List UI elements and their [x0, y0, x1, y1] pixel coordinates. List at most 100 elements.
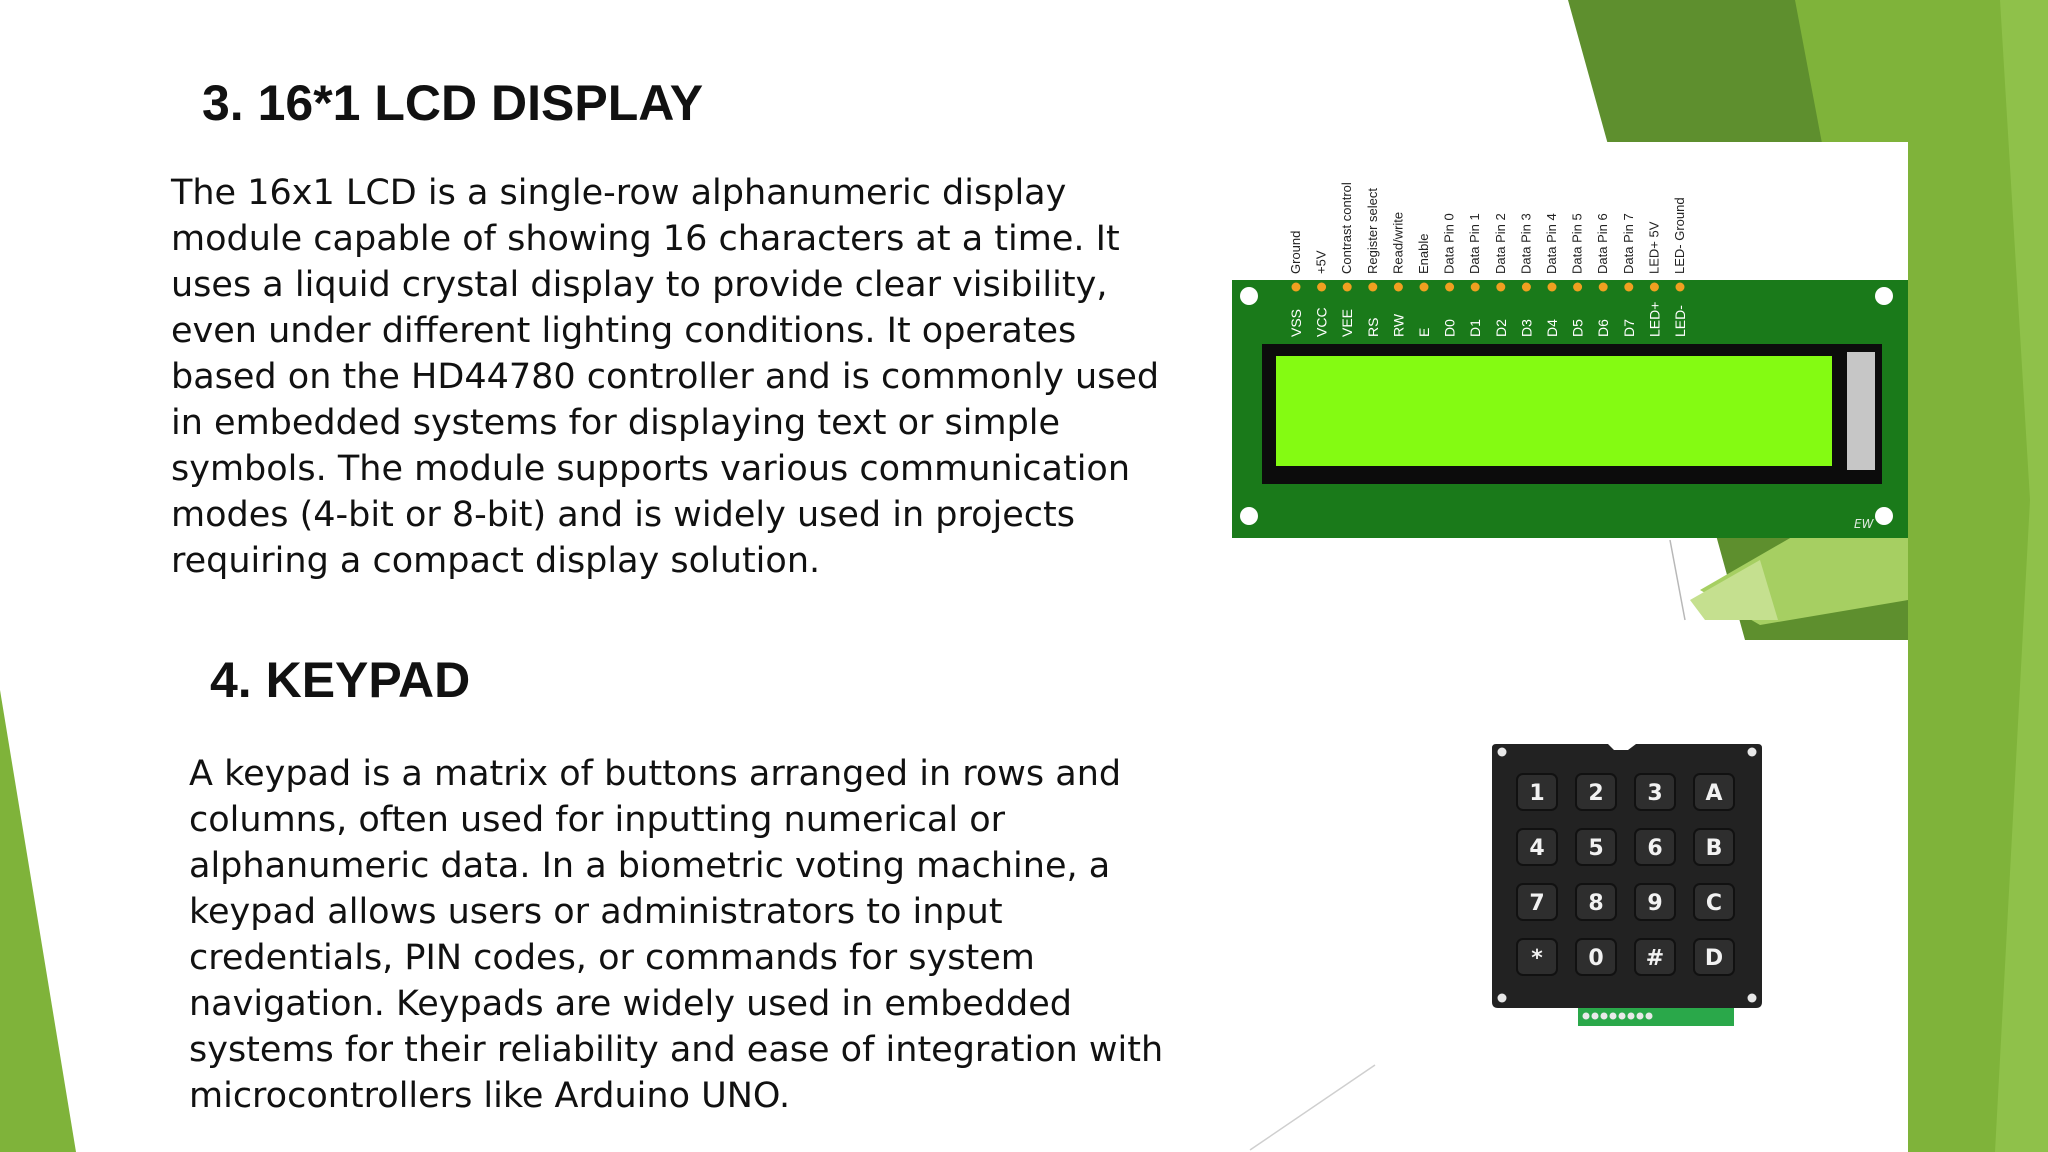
lcd-pin-function-label: Data Pin 2	[1493, 213, 1508, 274]
keypad-key-label: 0	[1588, 946, 1603, 971]
lcd-pin-name-label: D0	[1442, 319, 1458, 337]
keypad-description-line: keypad allows users or administrators to…	[189, 892, 1003, 932]
mounting-hole	[1240, 507, 1258, 525]
lcd-pin-dot	[1521, 282, 1531, 292]
keypad-connector-pin	[1591, 1012, 1599, 1020]
keypad-key	[1516, 883, 1558, 921]
lcd-pin-function-label: Enable	[1416, 234, 1431, 274]
keypad-description-line: alphanumeric data. In a biometric voting…	[189, 846, 1111, 886]
deco-line-lower	[1249, 1064, 1376, 1151]
keypad-key-label: #	[1646, 946, 1664, 971]
keypad-hole	[1497, 747, 1507, 757]
keypad-connector-pin	[1627, 1012, 1635, 1020]
lcd-pin-name-label: RS	[1365, 318, 1381, 337]
keypad-connector-pin	[1618, 1012, 1626, 1020]
lcd-pin-name-label: LED+	[1646, 302, 1662, 337]
keypad-description: A keypad is a matrix of buttons arranged…	[189, 751, 1163, 1119]
deco-line-upper	[1669, 539, 1686, 621]
lcd-pin-dot	[1675, 282, 1685, 292]
keypad-hole	[1497, 993, 1507, 1003]
keypad-key	[1575, 828, 1617, 866]
lcd-pin-function-label: Data Pin 7	[1621, 213, 1636, 274]
lcd-pin-dot	[1496, 282, 1506, 292]
keypad-description-line: columns, often used for inputting numeri…	[189, 800, 1006, 840]
keypad-section-title: 4. KEYPAD	[210, 652, 471, 708]
lcd-pin-name-label: D4	[1544, 319, 1560, 337]
lcd-pin-function-label: Data Pin 6	[1595, 213, 1610, 274]
lcd-description-line: in embedded systems for displaying text …	[171, 403, 1061, 443]
lcd-pin-name-label: VCC	[1314, 307, 1330, 337]
keypad-key-label: C	[1706, 891, 1722, 916]
deco-left-sliver	[0, 690, 76, 1152]
keypad-connector-pin	[1645, 1012, 1653, 1020]
lcd-description: The 16x1 LCD is a single-row alphanumeri…	[171, 170, 1159, 584]
lcd-pin-name-label: VEE	[1339, 309, 1355, 337]
keypad-connector-pin	[1582, 1012, 1590, 1020]
lcd-pin-name-label: D7	[1621, 319, 1637, 337]
keypad-key	[1575, 938, 1617, 976]
keypad-key-label: D	[1705, 946, 1723, 971]
lcd-pin-name-label: VSS	[1288, 309, 1304, 337]
keypad-key-label: A	[1705, 781, 1722, 806]
keypad-description-line: systems for their reliability and ease o…	[189, 1030, 1164, 1070]
keypad-description-line: A keypad is a matrix of buttons arranged…	[189, 754, 1122, 794]
mounting-hole	[1240, 287, 1258, 305]
keypad-key	[1693, 938, 1735, 976]
lcd-pin-function-label: Ground	[1288, 231, 1303, 274]
keypad-key-label: 8	[1588, 891, 1603, 916]
keypad-key-label: B	[1706, 836, 1723, 861]
lcd-pin-dot	[1342, 282, 1352, 292]
lcd-description-line: requiring a compact display solution.	[171, 541, 821, 581]
keypad-key	[1575, 883, 1617, 921]
lcd-description-line: module capable of showing 16 characters …	[171, 219, 1120, 259]
keypad-connector-pin	[1609, 1012, 1617, 1020]
lcd-pin-dot	[1624, 282, 1634, 292]
keypad-key-label: 9	[1647, 891, 1662, 916]
lcd-pin-dot	[1317, 282, 1327, 292]
lcd-pin-dot	[1393, 282, 1403, 292]
lcd-pin-function-label: Data Pin 5	[1570, 213, 1585, 274]
lcd-watermark: EW	[1854, 517, 1875, 531]
keypad-key	[1516, 828, 1558, 866]
lcd-description-line: symbols. The module supports various com…	[171, 449, 1131, 489]
lcd-edge	[1847, 352, 1875, 470]
keypad-key	[1634, 938, 1676, 976]
keypad-key	[1634, 828, 1676, 866]
lcd-pin-name-label: LED-	[1672, 305, 1688, 337]
lcd-pin-dot	[1368, 282, 1378, 292]
lcd-pin-name-label: D6	[1595, 319, 1611, 337]
lcd-screen	[1276, 356, 1832, 466]
lcd-pin-function-label: Data Pin 4	[1544, 213, 1559, 274]
keypad-key	[1516, 938, 1558, 976]
keypad-description-line: navigation. Keypads are widely used in e…	[189, 984, 1072, 1024]
lcd-pin-function-label: Data Pin 3	[1518, 213, 1533, 274]
deco-facet-right	[1995, 0, 2048, 1152]
lcd-pin-dot	[1419, 282, 1429, 292]
mounting-hole	[1875, 287, 1893, 305]
keypad-hole	[1747, 747, 1757, 757]
keypad-key-label: 1	[1529, 781, 1544, 806]
keypad-key-label: *	[1531, 946, 1543, 971]
lcd-description-line: modes (4-bit or 8-bit) and is widely use…	[171, 495, 1075, 535]
keypad-hole	[1747, 993, 1757, 1003]
keypad-key-label: 3	[1647, 781, 1662, 806]
keypad-key	[1575, 773, 1617, 811]
keypad-key	[1693, 883, 1735, 921]
lcd-pin-name-label: D2	[1493, 319, 1509, 337]
keypad-key	[1634, 883, 1676, 921]
keypad-key	[1634, 773, 1676, 811]
lcd-pin-function-label: Read/write	[1390, 212, 1405, 274]
lcd-pin-dot	[1470, 282, 1480, 292]
keypad-key	[1693, 828, 1735, 866]
deco-facet-pale	[1690, 560, 1778, 620]
keypad-key-label: 7	[1529, 891, 1544, 916]
lcd-pin-function-label: Contrast control	[1339, 182, 1354, 274]
keypad-connector-pin	[1600, 1012, 1608, 1020]
lcd-pin-dot	[1573, 282, 1583, 292]
lcd-description-line: based on the HD44780 controller and is c…	[171, 357, 1160, 397]
lcd-pin-function-label: Data Pin 1	[1467, 213, 1482, 274]
